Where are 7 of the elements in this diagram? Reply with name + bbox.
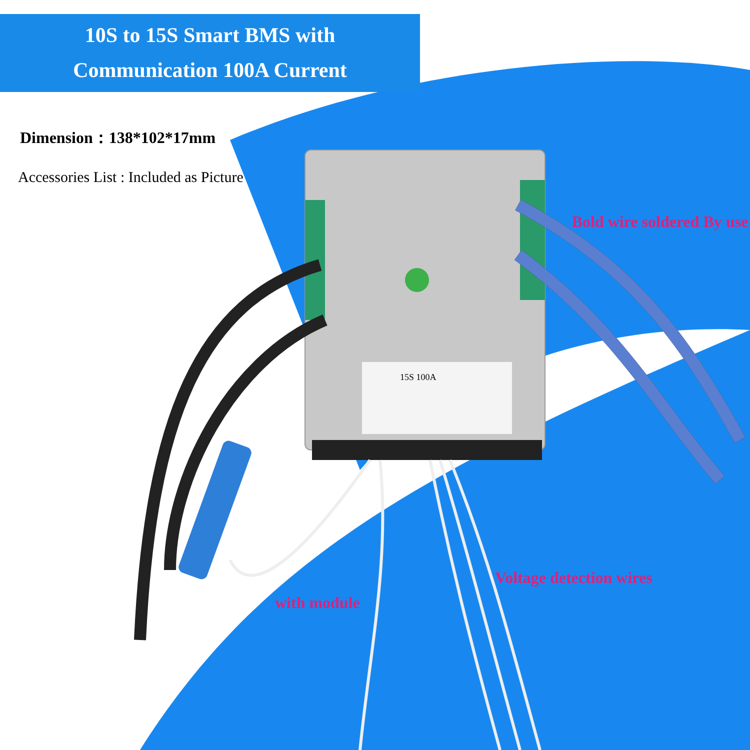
spec-text: Accessories List : Included as Picture: [18, 170, 244, 187]
callout-text: Voltage detection wires: [495, 570, 652, 588]
sticker-text: 15S 100A: [400, 372, 436, 382]
title-banner: 10S to 15S Smart BMS with Communication 100A Current: [0, 14, 420, 92]
callout-text: with module: [275, 595, 360, 613]
spec-text: Dimension：138*102*17mm: [20, 129, 216, 149]
callout-text: Bold wire soldered By use: [570, 213, 750, 233]
